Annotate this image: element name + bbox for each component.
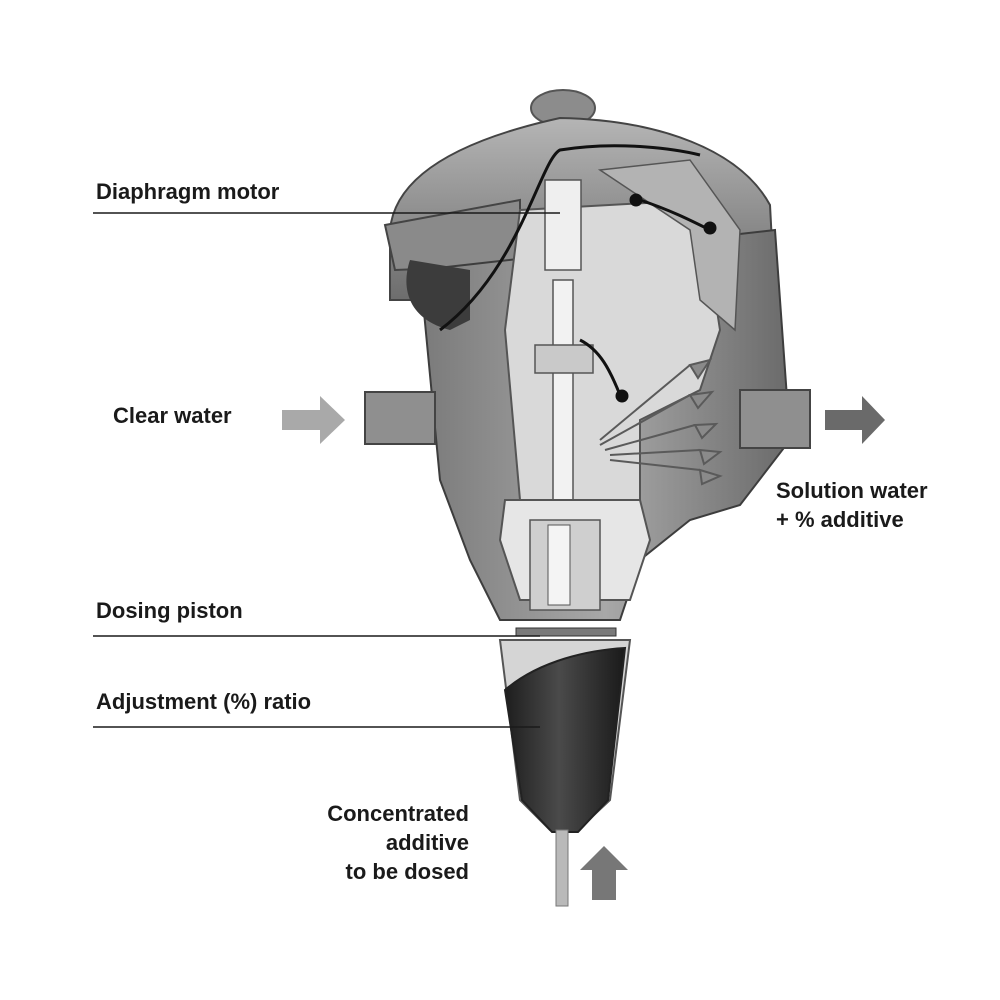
label-solution-water-line2: + % additive bbox=[776, 507, 904, 532]
clear-water-arrow bbox=[282, 396, 345, 444]
label-concentrated-additive: Concentrated additive to be dosed bbox=[327, 799, 469, 886]
label-adjustment-ratio: Adjustment (%) ratio bbox=[96, 689, 312, 714]
dosing-cone bbox=[498, 639, 632, 833]
label-dosing-piston: Dosing piston bbox=[96, 598, 243, 623]
concentrate-inflow-arrow bbox=[580, 846, 628, 900]
internal-flow-arrows bbox=[599, 358, 723, 486]
leader-lines bbox=[93, 212, 560, 728]
label-concentrated-line2: additive bbox=[385, 830, 469, 855]
label-clear-water: Clear water bbox=[113, 403, 232, 428]
label-solution-water: Solution water + % additive bbox=[776, 476, 928, 534]
cutaway-interior bbox=[498, 159, 741, 637]
label-concentrated-line1: Concentrated bbox=[327, 801, 469, 826]
label-concentrated-line3: to be dosed bbox=[345, 859, 469, 884]
label-diaphragm-motor: Diaphragm motor bbox=[96, 179, 280, 204]
label-solution-water-line1: Solution water bbox=[776, 478, 928, 503]
suction-tube bbox=[555, 829, 569, 907]
solution-water-arrow bbox=[825, 396, 885, 444]
flow-lines bbox=[439, 144, 717, 403]
